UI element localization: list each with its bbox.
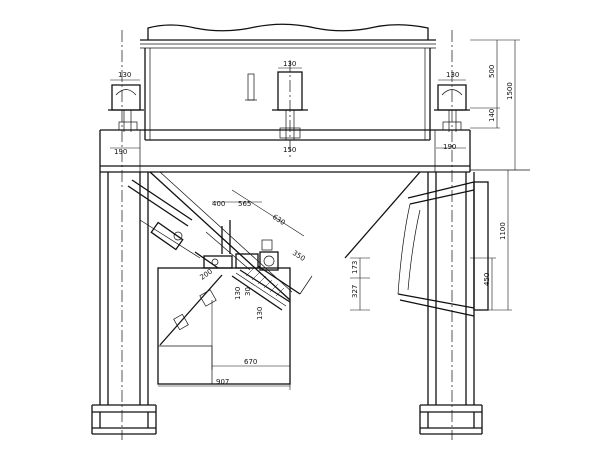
dim-130-right: 130 (446, 71, 459, 79)
right-bracing-panel (397, 181, 489, 317)
gate-mechanism (127, 179, 313, 311)
dim-150: 150 (283, 146, 296, 154)
dim-30: 30 (244, 287, 252, 296)
centerlines (121, 30, 453, 440)
hatch-region (245, 267, 285, 297)
dim-130-center: 130 (283, 60, 296, 68)
dim-630: 630 (271, 213, 287, 227)
hopper-cone (149, 171, 421, 301)
dim-190-right: 190 (443, 143, 456, 151)
right-support-leg (419, 172, 483, 435)
dim-565: 565 (238, 200, 251, 208)
dimension-labels: 130 130 130 190 150 190 500 1500 140 110… (114, 60, 514, 386)
frame-beam (99, 129, 530, 173)
dim-190-left: 190 (114, 148, 127, 156)
dim-130-left: 130 (118, 71, 131, 79)
dim-200: 200 (199, 267, 215, 281)
dim-327: 327 (351, 285, 359, 298)
dim-450: 450 (483, 273, 491, 286)
dim-907: 907 (216, 378, 229, 386)
dim-1500: 1500 (506, 82, 514, 100)
upper-bin (144, 48, 431, 141)
dim-173: 173 (351, 261, 359, 274)
dim-1100: 1100 (499, 222, 507, 240)
dim-130-small-a: 130 (234, 287, 242, 300)
hopper-top-cover (140, 23, 436, 49)
dim-500: 500 (488, 65, 496, 78)
dim-140: 140 (488, 109, 496, 122)
dimension-lines (110, 39, 520, 390)
discharge-chute (157, 267, 291, 385)
dim-400: 400 (212, 200, 225, 208)
left-support-leg (91, 172, 157, 435)
dim-670: 670 (244, 358, 257, 366)
top-left-lug (108, 84, 144, 132)
dim-130-small-b: 130 (256, 307, 264, 320)
dim-350: 350 (291, 249, 307, 263)
